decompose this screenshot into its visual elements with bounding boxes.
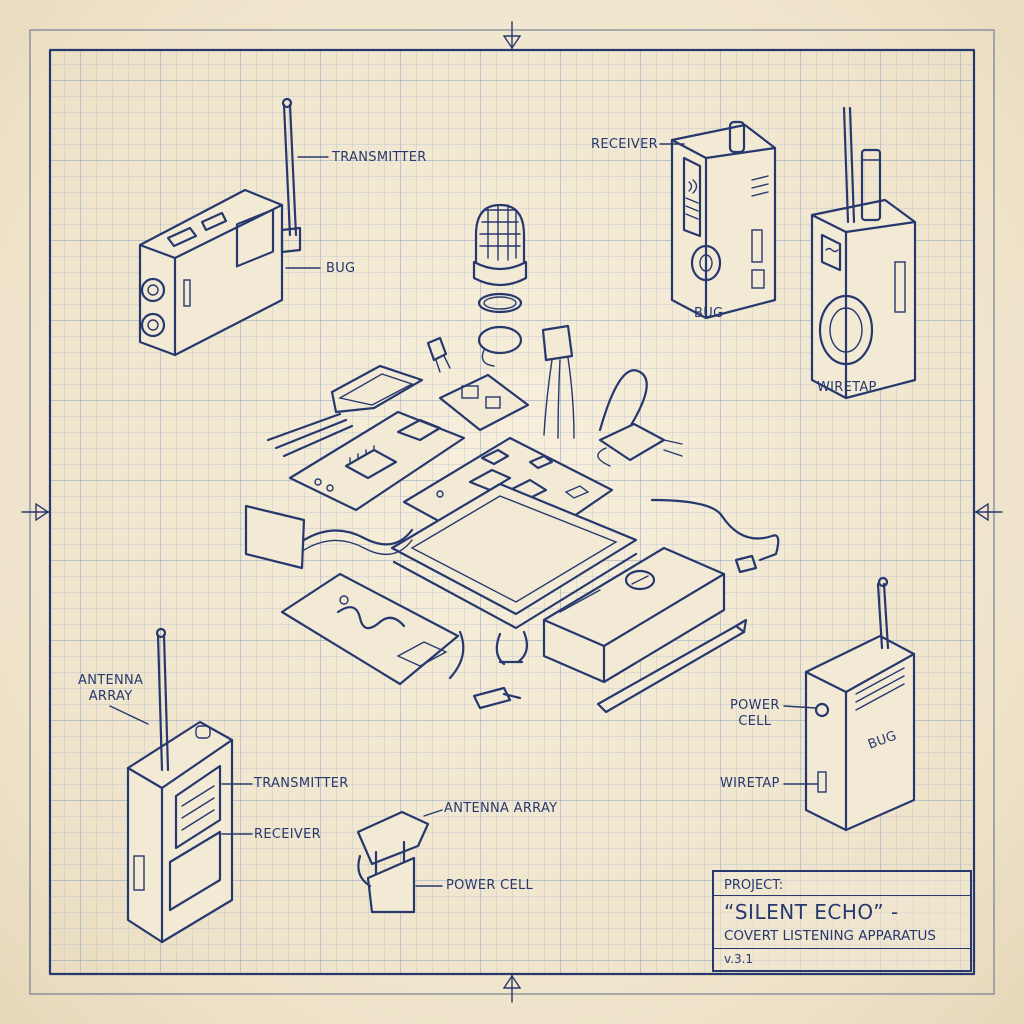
- drawing-frame: [21, 21, 1003, 1003]
- label-bottom-center-antenna-array: ANTENNA ARRAY: [444, 801, 558, 816]
- project-name: “SILENT ECHO” -: [724, 900, 899, 924]
- label-bottom-left-transmitter: TRANSMITTER: [254, 776, 349, 791]
- title-block: PROJECT: “SILENT ECHO” - COVERT LISTENIN…: [712, 870, 972, 972]
- component-bottom-center: [356, 809, 443, 914]
- project-version: v.3.1: [724, 952, 754, 966]
- device-bottom-right: [783, 576, 916, 832]
- title-block-divider: [714, 948, 970, 949]
- device-receiver-top-right: [659, 120, 777, 320]
- label-bottom-left-receiver: RECEIVER: [254, 827, 321, 842]
- project-subtitle: COVERT LISTENING APPARATUS: [724, 928, 936, 944]
- label-bottom-center-power-cell: POWER CELL: [446, 878, 534, 893]
- label-antenna-array-left: ANTENNA ARRAY: [78, 673, 144, 704]
- label-bottom-right-power-cell: POWER CELL: [730, 698, 780, 729]
- device-bottom-left: [109, 627, 253, 944]
- microphone-component: [472, 203, 528, 367]
- label-top-left-bug: BUG: [326, 261, 356, 276]
- device-wiretap-top-right: [810, 106, 917, 400]
- label-top-right-receiver: RECEIVER: [591, 137, 658, 152]
- device-top-left: [138, 97, 329, 357]
- exploded-assembly: [244, 203, 780, 714]
- title-block-header: PROJECT:: [724, 878, 784, 893]
- title-block-divider: [714, 895, 970, 896]
- label-top-right-bug: BUG: [694, 306, 724, 321]
- label-top-right-wiretap: WIRETAP: [817, 380, 877, 395]
- label-top-left-transmitter: TRANSMITTER: [332, 150, 427, 165]
- label-bottom-right-wiretap: WIRETAP: [720, 776, 780, 791]
